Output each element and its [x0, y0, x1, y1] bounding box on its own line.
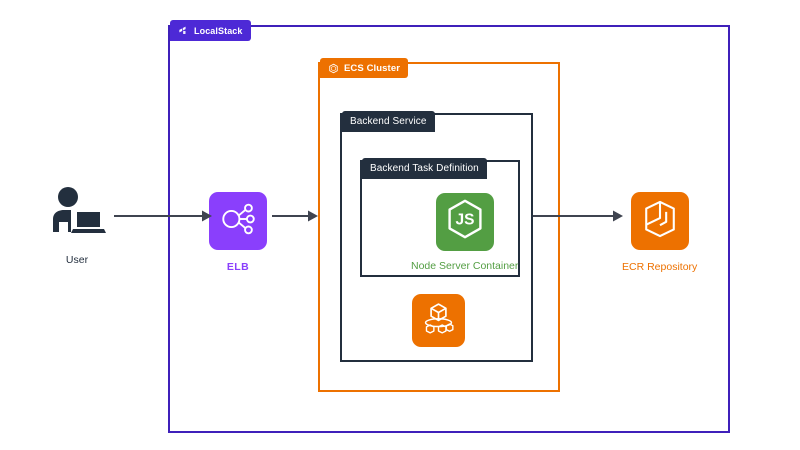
node-node-server-container-label: Node Server Container [411, 260, 519, 272]
node-elb-label: ELB [226, 261, 250, 273]
node-ecr-repository-label: ECR Repository [622, 261, 698, 273]
ecr-cube-icon [641, 199, 679, 244]
svg-text:JS: JS [455, 212, 474, 229]
node-ecr-repository: ECR Repository [622, 192, 697, 273]
elb-tile [209, 192, 267, 250]
backend-service-badge: Backend Service [342, 111, 435, 132]
backend-service-boundary-box [340, 113, 533, 362]
node-ecs-task [412, 294, 465, 347]
ecs-task-cubes-icon [420, 300, 457, 342]
ecs-cluster-badge: ECS Cluster [320, 58, 409, 78]
node-user-label: User [65, 254, 89, 266]
ecr-repository-tile [630, 192, 689, 250]
connector-user-to-elb [114, 208, 214, 229]
backend-task-definition-badge-label: Backend Task Definition [370, 163, 479, 174]
ecs-cluster-boundary-box [318, 62, 560, 392]
ecs-cluster-badge-label: ECS Cluster [344, 62, 401, 74]
ecs-cluster-icon [328, 63, 339, 74]
backend-service-badge-label: Backend Service [350, 116, 427, 127]
node-server-tile: JS [435, 193, 494, 251]
node-node-server-container: JS Node Server Container [411, 193, 518, 272]
elastic-load-balancer-icon [219, 200, 257, 243]
connector-elb-to-ecs-cluster [272, 208, 320, 229]
connector-backend-service-to-ecr [533, 208, 625, 229]
user-with-laptop-icon [47, 186, 107, 243]
ecs-task-tile [412, 294, 465, 347]
localstack-boundary-box [168, 25, 730, 433]
localstack-badge: LocalStack [170, 20, 251, 41]
localstack-logo-icon [178, 25, 189, 36]
nodejs-js-hexagon-icon: JS [445, 198, 485, 246]
localstack-badge-label: LocalStack [194, 25, 243, 36]
backend-task-definition-badge: Backend Task Definition [362, 158, 487, 179]
node-elb: ELB [209, 192, 267, 273]
node-user: User [47, 186, 107, 266]
